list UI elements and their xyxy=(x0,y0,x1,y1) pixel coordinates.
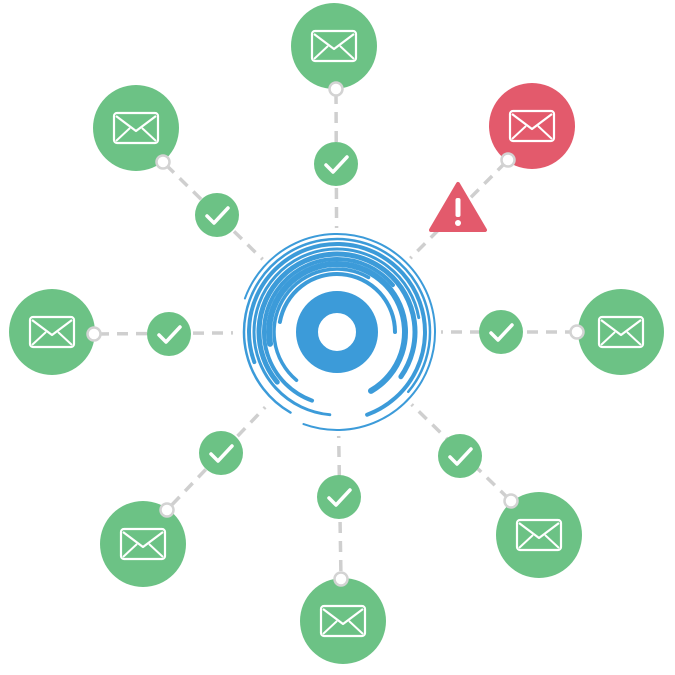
check-icon xyxy=(199,431,243,475)
email-node-circle xyxy=(100,501,186,587)
hub xyxy=(233,228,441,436)
hub-swirl-arc xyxy=(256,251,418,385)
envelope-icon xyxy=(508,109,556,143)
check-badge xyxy=(438,434,482,478)
hub-swirl-icon xyxy=(233,228,441,436)
warning-icon xyxy=(429,182,487,232)
connector-dot xyxy=(159,502,175,518)
check-icon xyxy=(314,142,358,186)
email-node-circle xyxy=(489,83,575,169)
connector-dot xyxy=(86,326,102,342)
badges-layer xyxy=(147,142,523,519)
check-icon xyxy=(195,193,239,237)
hub-swirl-arc xyxy=(243,233,436,431)
envelope-icon xyxy=(112,111,160,145)
email-node-circle xyxy=(496,492,582,578)
email-node-circle xyxy=(578,289,664,375)
connector-dot xyxy=(500,152,516,168)
envelope-icon xyxy=(28,315,76,349)
connector-dot xyxy=(569,324,585,340)
warning-exclamation-dot xyxy=(455,220,461,226)
check-mark xyxy=(327,488,352,507)
check-mark xyxy=(448,447,473,466)
connector-dot xyxy=(328,81,344,97)
email-node-bottom-right[interactable] xyxy=(496,492,582,578)
email-node-top[interactable] xyxy=(291,3,377,89)
email-node-circle xyxy=(9,289,95,375)
email-node-bottom-left[interactable] xyxy=(100,501,186,587)
check-badge xyxy=(199,431,243,475)
check-mark xyxy=(157,325,182,344)
hub-swirl-arc xyxy=(277,272,397,334)
email-node-top-left[interactable] xyxy=(93,85,179,171)
email-node-top-right[interactable] xyxy=(489,83,575,169)
check-icon xyxy=(147,312,191,356)
connector-dot xyxy=(503,493,519,509)
check-icon xyxy=(317,475,361,519)
envelope-icon xyxy=(319,604,367,638)
nodes-layer xyxy=(9,3,664,664)
envelope-icon xyxy=(310,29,358,63)
warning-exclamation-bar xyxy=(455,198,461,217)
email-node-right[interactable] xyxy=(578,289,664,375)
envelope-icon xyxy=(119,527,167,561)
connector-dot xyxy=(155,154,171,170)
check-badge xyxy=(314,142,358,186)
hub-swirl-arc xyxy=(262,257,395,403)
connector-dot xyxy=(333,571,349,587)
email-node-circle xyxy=(291,3,377,89)
envelope-icon xyxy=(515,518,563,552)
hub-swirl-arc xyxy=(242,237,432,414)
check-mark xyxy=(205,206,230,225)
check-badge xyxy=(317,475,361,519)
hub-swirl-arc xyxy=(252,247,421,417)
check-mark xyxy=(489,323,514,342)
check-mark xyxy=(209,444,234,463)
hub-swirl-arc xyxy=(272,267,371,383)
hub-ring xyxy=(296,291,378,373)
email-node-left[interactable] xyxy=(9,289,95,375)
email-node-bottom[interactable] xyxy=(300,578,386,664)
hub-swirl-arc xyxy=(247,242,427,417)
check-icon xyxy=(438,434,482,478)
check-badge xyxy=(195,193,239,237)
email-node-circle xyxy=(300,578,386,664)
hub-swirl-arc xyxy=(266,261,408,394)
email-node-circle xyxy=(93,85,179,171)
check-icon xyxy=(479,310,523,354)
check-badge xyxy=(147,312,191,356)
check-mark xyxy=(324,155,349,174)
check-badge xyxy=(479,310,523,354)
envelope-icon xyxy=(597,315,645,349)
